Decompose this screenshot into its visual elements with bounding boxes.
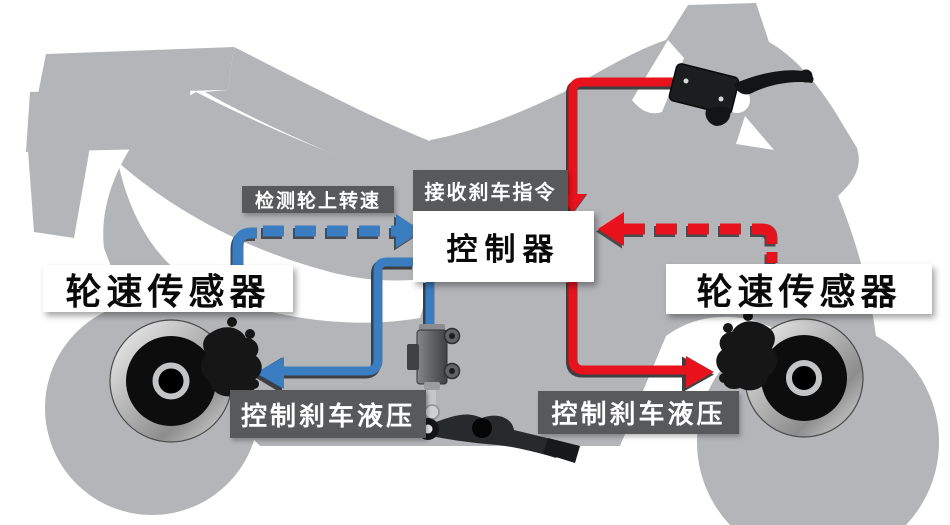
front-brake-lever — [668, 63, 814, 126]
rear-wheel-speed-signal-dashed-arrow — [230, 214, 422, 269]
front-brake-hydraulic-line-arrow — [566, 280, 714, 393]
label-rear-wheel-sensor: 轮速传感器 — [43, 265, 293, 312]
label-front-wheel-sensor: 轮速传感器 — [666, 264, 932, 314]
controller-box: 控制器 — [413, 211, 594, 282]
front-brake-caliper — [716, 311, 777, 391]
rear-brake-disc — [109, 319, 233, 443]
front-brake-command-line-arrow — [555, 77, 678, 217]
label-detect-wheel-speed: 检测轮上转速 — [242, 186, 394, 213]
front-wheel-speed-signal-dashed-arrow — [596, 212, 778, 266]
rear-brake-caliper — [201, 317, 262, 397]
label-control-brake-hydraulic-front: 控制刹车液压 — [538, 391, 739, 434]
label-receive-brake-command: 接收刹车指令 — [413, 170, 568, 211]
label-control-brake-hydraulic-rear: 控制刹车液压 — [230, 390, 426, 438]
front-brake-disc — [744, 318, 864, 438]
rear-brake-master-cylinder — [407, 324, 461, 420]
rear-brake-hydraulic-line-arrow — [252, 257, 414, 394]
rear-brake-pedal — [417, 414, 580, 463]
